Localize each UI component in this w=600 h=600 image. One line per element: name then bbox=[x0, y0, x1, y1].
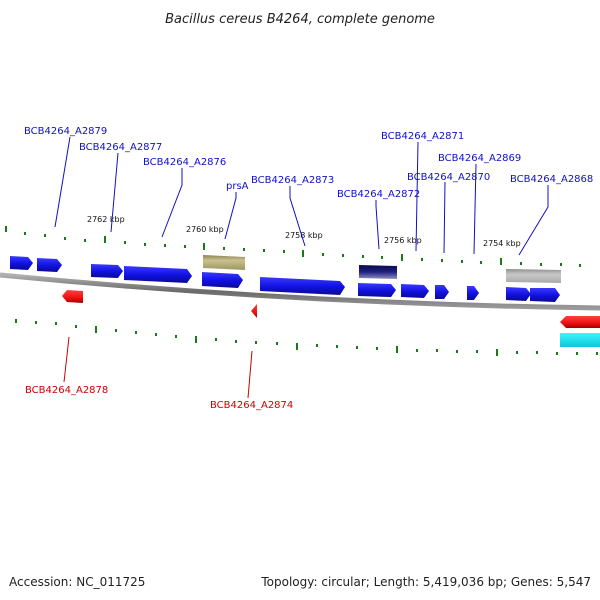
gene-arrow-reverse[interactable] bbox=[251, 304, 257, 318]
scale-label-2758: 2758 kbp bbox=[285, 231, 323, 240]
gene-arrow[interactable] bbox=[124, 266, 192, 283]
gene-arrow[interactable] bbox=[91, 264, 123, 278]
gene-arrow[interactable] bbox=[260, 277, 345, 295]
gene-arrow[interactable] bbox=[401, 284, 429, 298]
gene-label[interactable]: BCB4264_A2868 bbox=[510, 174, 593, 185]
gene-arrow[interactable] bbox=[530, 288, 560, 302]
gene-block-cyan[interactable] bbox=[560, 333, 600, 347]
scale-label-2762: 2762 kbp bbox=[87, 215, 125, 224]
accession-text: Accession: NC_011725 bbox=[9, 575, 145, 589]
genome-summary-text: Topology: circular; Length: 5,419,036 bp… bbox=[260, 575, 591, 589]
gene-arrow-reverse[interactable] bbox=[62, 290, 83, 303]
scale-label-2756: 2756 kbp bbox=[384, 236, 422, 245]
gene-arrow[interactable] bbox=[435, 285, 449, 299]
outer-tick-track bbox=[5, 226, 581, 267]
gene-label[interactable]: BCB4264_A2870 bbox=[407, 172, 490, 183]
gene-arrow[interactable] bbox=[467, 286, 479, 300]
forward-feature-track bbox=[10, 255, 561, 302]
gene-label[interactable]: BCB4264_A2879 bbox=[24, 126, 107, 137]
gene-block-navy[interactable] bbox=[359, 265, 397, 279]
gene-label[interactable]: BCB4264_A2876 bbox=[143, 157, 226, 168]
gene-label[interactable]: BCB4264_A2873 bbox=[251, 175, 334, 186]
gene-arrow-reverse[interactable] bbox=[560, 316, 600, 328]
scale-label-2754: 2754 kbp bbox=[483, 239, 521, 248]
genome-backbone bbox=[0, 272, 600, 311]
gene-arrow[interactable] bbox=[358, 283, 396, 297]
gene-block-grey[interactable] bbox=[506, 269, 561, 283]
forward-leader-lines bbox=[54, 136, 549, 256]
gene-label[interactable]: BCB4264_A2872 bbox=[337, 189, 420, 200]
gene-label-reverse[interactable]: BCB4264_A2878 bbox=[25, 385, 108, 396]
gene-arrow[interactable] bbox=[37, 258, 62, 272]
gene-label[interactable]: BCB4264_A2871 bbox=[381, 131, 464, 142]
inner-tick-track bbox=[15, 319, 598, 356]
gene-label[interactable]: BCB4264_A2869 bbox=[438, 153, 521, 164]
leader-line-reverse bbox=[63, 336, 70, 383]
gene-arrow[interactable] bbox=[10, 256, 33, 270]
scale-label-2760: 2760 kbp bbox=[186, 225, 224, 234]
genome-title: Bacillus cereus B4264, complete genome bbox=[165, 12, 435, 27]
gene-label[interactable]: BCB4264_A2877 bbox=[79, 142, 162, 153]
gene-block-olive[interactable] bbox=[203, 255, 245, 270]
gene-label-reverse[interactable]: BCB4264_A2874 bbox=[210, 400, 293, 411]
reverse-feature-track bbox=[62, 290, 600, 347]
gene-label[interactable]: prsA bbox=[226, 181, 249, 192]
gene-arrow[interactable] bbox=[506, 287, 531, 301]
leader-line-reverse bbox=[247, 350, 253, 399]
gene-arrow[interactable] bbox=[202, 272, 243, 288]
